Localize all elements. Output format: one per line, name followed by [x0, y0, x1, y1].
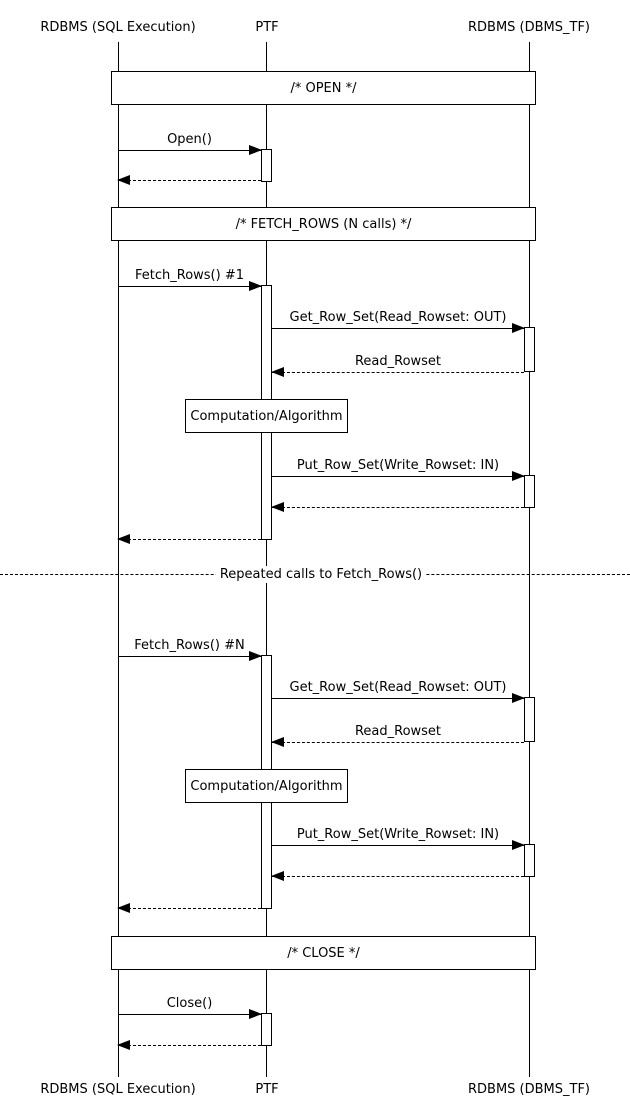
message-line	[272, 372, 524, 373]
message-line	[272, 845, 524, 846]
participant-label-rdbms-sql-bottom: RDBMS (SQL Execution)	[40, 1082, 196, 1097]
arrowhead-left-icon	[271, 502, 284, 512]
message-label: Get_Row_Set(Read_Rowset: OUT)	[289, 680, 507, 695]
lifeline-rdbms-sql	[118, 42, 119, 1077]
lifeline-dbms-tf	[529, 42, 530, 1077]
participant-label-ptf-top: PTF	[255, 20, 279, 35]
message-line	[118, 656, 261, 657]
arrowhead-left-icon	[117, 534, 130, 544]
arrowhead-right-icon	[249, 1009, 262, 1019]
lifeline-ptf	[266, 42, 267, 1077]
message-line	[118, 1014, 261, 1015]
message-line	[118, 908, 261, 909]
message-line	[272, 742, 524, 743]
message-label: Open()	[167, 132, 212, 147]
activation-ptf-close	[261, 1013, 272, 1046]
message-label: Get_Row_Set(Read_Rowset: OUT)	[289, 310, 507, 325]
message-line	[272, 876, 524, 877]
participant-label-ptf-bottom: PTF	[255, 1082, 279, 1097]
arrowhead-right-icon	[512, 693, 525, 703]
arrowhead-left-icon	[271, 871, 284, 881]
divider-repeated-calls: Repeated calls to Fetch_Rows()	[0, 566, 630, 583]
divider-label: Repeated calls to Fetch_Rows()	[215, 566, 427, 583]
arrowhead-left-icon	[117, 175, 130, 185]
message-line	[118, 539, 261, 540]
participant-label-rdbms-sql-top: RDBMS (SQL Execution)	[40, 20, 196, 35]
frame-fetch-rows: /* FETCH_ROWS (N calls) */	[111, 207, 536, 241]
arrowhead-left-icon	[271, 737, 284, 747]
note-computation-1: Computation/Algorithm	[185, 399, 348, 433]
frame-close: /* CLOSE */	[111, 936, 536, 970]
message-line	[118, 1045, 261, 1046]
arrowhead-right-icon	[512, 323, 525, 333]
message-label: Put_Row_Set(Write_Rowset: IN)	[296, 827, 500, 842]
participant-label-rdbms-dbms-tf-top: RDBMS (DBMS_TF)	[467, 20, 591, 35]
arrowhead-right-icon	[512, 471, 525, 481]
arrowhead-right-icon	[249, 145, 262, 155]
message-label: Put_Row_Set(Write_Rowset: IN)	[296, 458, 500, 473]
message-label: Close()	[166, 996, 213, 1011]
activation-dbms-tf-put-1	[524, 475, 535, 508]
message-line	[118, 286, 261, 287]
arrowhead-left-icon	[117, 903, 130, 913]
message-label: Read_Rowset	[354, 724, 442, 739]
message-line	[272, 476, 524, 477]
note-computation-n: Computation/Algorithm	[185, 769, 348, 803]
activation-dbms-tf-put-n	[524, 844, 535, 877]
message-line	[118, 150, 261, 151]
message-line	[118, 180, 261, 181]
arrowhead-left-icon	[271, 367, 284, 377]
message-label: Fetch_Rows() #N	[134, 638, 245, 653]
arrowhead-right-icon	[249, 651, 262, 661]
arrowhead-right-icon	[249, 281, 262, 291]
activation-ptf-open	[261, 149, 272, 182]
message-label: Read_Rowset	[354, 354, 442, 369]
participant-label-rdbms-dbms-tf-bottom: RDBMS (DBMS_TF)	[467, 1082, 591, 1097]
frame-open: /* OPEN */	[111, 71, 536, 105]
message-line	[272, 507, 524, 508]
arrowhead-left-icon	[117, 1040, 130, 1050]
message-label: Fetch_Rows() #1	[135, 268, 244, 283]
activation-dbms-tf-get-1	[524, 327, 535, 372]
activation-dbms-tf-get-n	[524, 697, 535, 742]
arrowhead-right-icon	[512, 840, 525, 850]
message-line	[272, 328, 524, 329]
message-line	[272, 698, 524, 699]
